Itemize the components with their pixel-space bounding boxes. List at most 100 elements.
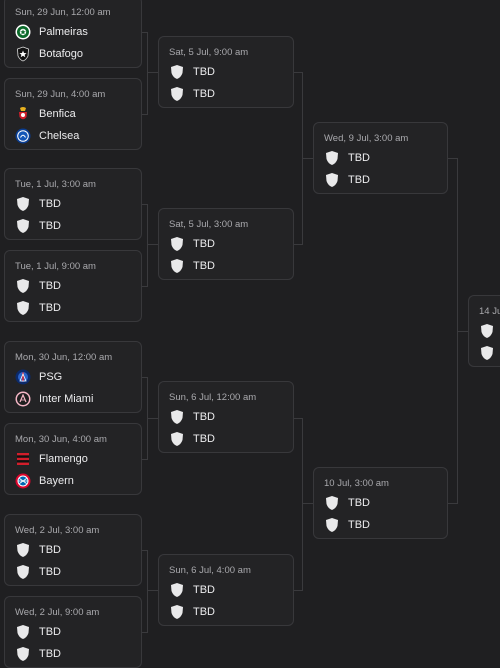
bracket-connector	[294, 418, 303, 419]
match-date: 10 Jul, 3:00 am	[324, 478, 389, 489]
bracket-connector	[302, 503, 314, 504]
shield-icon	[479, 345, 495, 361]
team-name: TBD	[193, 584, 215, 596]
bracket-connector	[140, 32, 148, 33]
team-row: TBD	[169, 235, 215, 253]
shield-icon	[15, 564, 31, 580]
match-card[interactable]: Sun, 6 Jul, 12:00 am TBD TBD	[158, 381, 294, 453]
match-card[interactable]: Sun, 29 Jun, 12:00 am Palmeiras Botafogo	[4, 0, 142, 68]
match-date: Mon, 30 Jun, 4:00 am	[15, 434, 107, 445]
team-row: TBD	[169, 581, 215, 599]
team-row: TBD	[15, 645, 61, 663]
match-date: Sun, 6 Jul, 4:00 am	[169, 565, 251, 576]
team-name: TBD	[39, 198, 61, 210]
match-card[interactable]: Sat, 5 Jul, 3:00 am TBD TBD	[158, 208, 294, 280]
shield-icon	[324, 517, 340, 533]
team-name: TBD	[193, 433, 215, 445]
match-date: Sat, 5 Jul, 3:00 am	[169, 219, 249, 230]
shield-icon	[169, 582, 185, 598]
shield-icon	[169, 236, 185, 252]
match-card[interactable]: Mon, 30 Jun, 4:00 am Flamengo Bayern	[4, 423, 142, 495]
bracket-connector	[294, 590, 303, 591]
team-row: TBD	[324, 516, 370, 534]
shield-icon	[15, 300, 31, 316]
match-card-final[interactable]: 14 Ju	[468, 295, 500, 367]
team-row: TBD	[169, 603, 215, 621]
shield-icon	[15, 542, 31, 558]
team-name: TBD	[39, 302, 61, 314]
team-name: Botafogo	[39, 48, 84, 60]
match-card[interactable]: Wed, 9 Jul, 3:00 am TBD TBD	[313, 122, 448, 194]
match-date: Sun, 29 Jun, 4:00 am	[15, 89, 106, 100]
team-row: TBD	[169, 63, 215, 81]
team-name: TBD	[39, 648, 61, 660]
bracket-connector	[147, 72, 159, 73]
team-name: TBD	[193, 88, 215, 100]
match-date: Tue, 1 Jul, 9:00 am	[15, 261, 96, 272]
shield-icon	[15, 646, 31, 662]
match-date: Sun, 6 Jul, 12:00 am	[169, 392, 257, 403]
team-row: Inter Miami	[15, 390, 93, 408]
match-card[interactable]: Sun, 6 Jul, 4:00 am TBD TBD	[158, 554, 294, 626]
bracket-connector	[302, 158, 314, 159]
team-name: TBD	[193, 66, 215, 78]
match-card[interactable]: 10 Jul, 3:00 am TBD TBD	[313, 467, 448, 539]
match-card[interactable]: Wed, 2 Jul, 3:00 am TBD TBD	[4, 514, 142, 586]
team-name: TBD	[39, 220, 61, 232]
shield-icon	[15, 196, 31, 212]
match-date: Wed, 2 Jul, 3:00 am	[15, 525, 100, 536]
team-row: Benfica	[15, 105, 76, 123]
bracket-connector	[147, 590, 159, 591]
bracket-connector	[457, 331, 468, 332]
match-card[interactable]: Sun, 29 Jun, 4:00 am Benfica Chelsea	[4, 78, 142, 150]
shield-icon	[15, 218, 31, 234]
shield-icon	[169, 86, 185, 102]
bracket-connector	[147, 204, 148, 287]
shield-icon	[169, 409, 185, 425]
team-row: Flamengo	[15, 450, 88, 468]
match-date: Wed, 9 Jul, 3:00 am	[324, 133, 409, 144]
team-name: Inter Miami	[39, 393, 94, 405]
psg-crest-icon	[15, 369, 31, 385]
match-date: Tue, 1 Jul, 3:00 am	[15, 179, 96, 190]
team-name: TBD	[39, 280, 61, 292]
match-card[interactable]: Sat, 5 Jul, 9:00 am TBD TBD	[158, 36, 294, 108]
team-row: TBD	[15, 623, 61, 641]
team-name: Flamengo	[39, 453, 88, 465]
shield-icon	[15, 278, 31, 294]
shield-icon	[479, 323, 495, 339]
match-card[interactable]: Tue, 1 Jul, 9:00 am TBD TBD	[4, 250, 142, 322]
bracket-connector	[147, 32, 148, 115]
team-row: TBD	[15, 195, 61, 213]
shield-icon	[169, 258, 185, 274]
team-row: TBD	[169, 430, 215, 448]
team-name: TBD	[193, 411, 215, 423]
team-row: Bayern	[15, 472, 74, 490]
bracket-connector	[140, 459, 148, 460]
match-date: Sun, 29 Jun, 12:00 am	[15, 7, 111, 18]
match-date: 14 Ju	[479, 306, 500, 317]
team-name: TBD	[39, 544, 61, 556]
team-row: TBD	[169, 85, 215, 103]
shield-icon	[169, 64, 185, 80]
team-name: Palmeiras	[39, 26, 88, 38]
bracket-connector	[140, 286, 148, 287]
match-date: Sat, 5 Jul, 9:00 am	[169, 47, 249, 58]
team-row: TBD	[169, 408, 215, 426]
match-card[interactable]: Tue, 1 Jul, 3:00 am TBD TBD	[4, 168, 142, 240]
team-name: TBD	[348, 519, 370, 531]
shield-icon	[169, 604, 185, 620]
team-name: Bayern	[39, 475, 74, 487]
match-card[interactable]: Mon, 30 Jun, 12:00 am PSG Inter Miami	[4, 341, 142, 413]
bracket-connector	[140, 377, 148, 378]
bracket-connector	[147, 418, 159, 419]
match-card[interactable]: Wed, 2 Jul, 9:00 am TBD TBD	[4, 596, 142, 668]
team-name: TBD	[39, 626, 61, 638]
match-date: Mon, 30 Jun, 12:00 am	[15, 352, 113, 363]
bracket-connector	[302, 418, 303, 591]
team-name: Benfica	[39, 108, 76, 120]
palmeiras-crest-icon	[15, 24, 31, 40]
team-row: Botafogo	[15, 45, 83, 63]
shield-icon	[15, 624, 31, 640]
shield-icon	[169, 431, 185, 447]
